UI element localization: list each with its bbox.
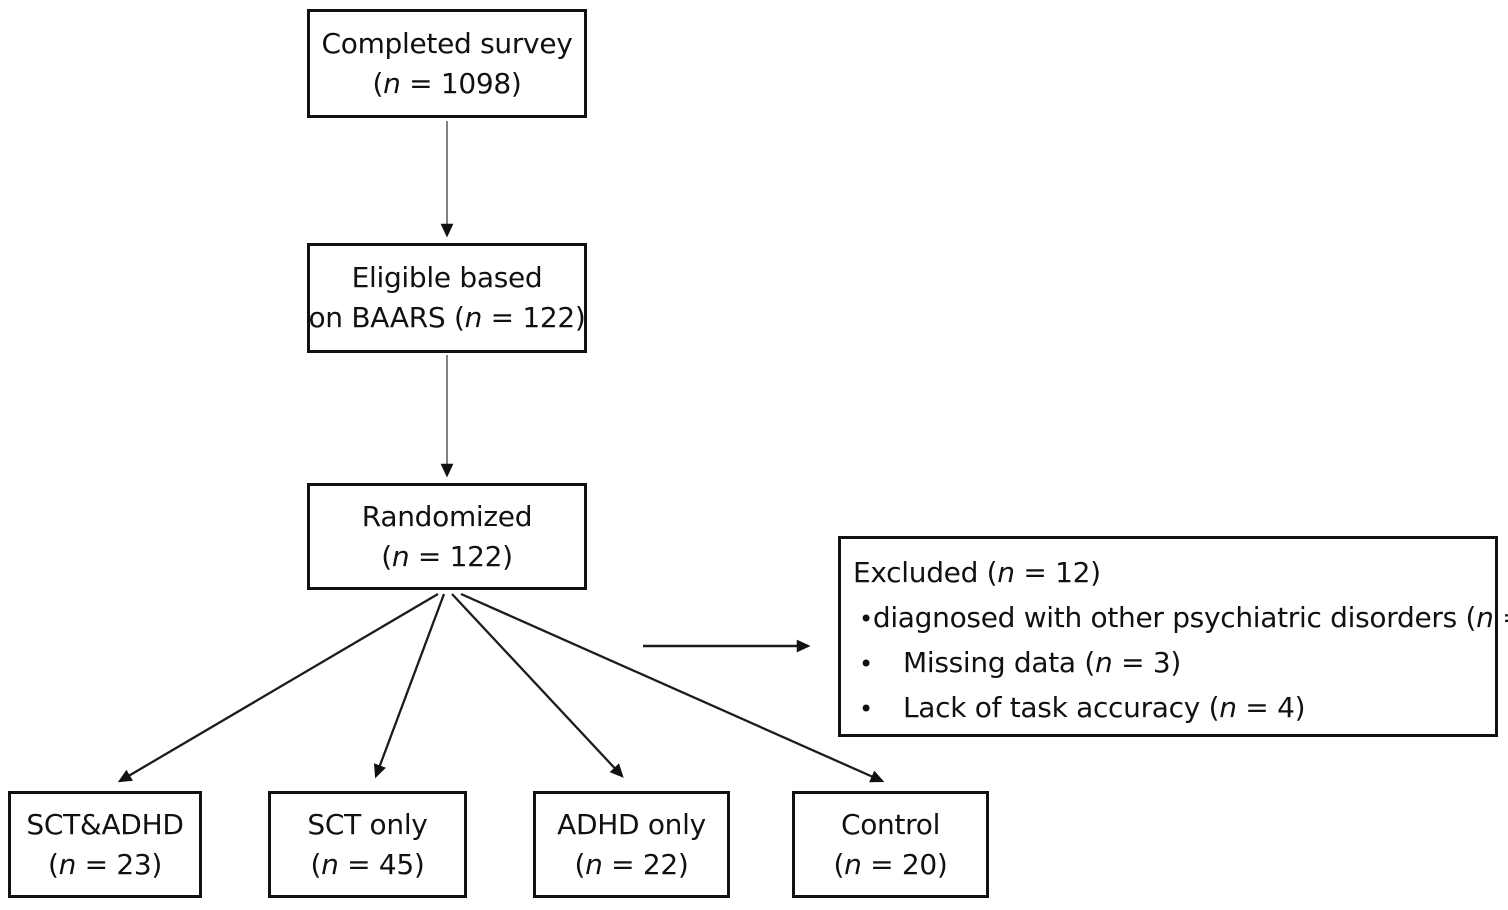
arrow-randomized-to-adhd-only <box>451 593 624 778</box>
excluded-item-task-accuracy-text: Lack of task accuracy (n = 4) <box>903 690 1306 724</box>
box-randomized-count: (n = 122) <box>381 539 513 573</box>
box-adhd-only: ADHD only (n = 22) <box>533 791 730 898</box>
box-sct-adhd-count: (n = 23) <box>47 847 163 881</box>
arrow-randomized-to-control <box>460 592 885 783</box>
box-completed-survey-label: Completed survey <box>321 26 573 60</box>
box-control-count: (n = 20) <box>833 847 948 881</box>
excluded-title: Excluded (n = 12) <box>853 556 1101 589</box>
box-excluded: Excluded (n = 12) • diagnosed with other… <box>838 536 1508 737</box>
box-sct-adhd-label: SCT&ADHD <box>26 807 184 841</box>
box-randomized: Randomized (n = 122) <box>307 483 587 590</box>
excluded-item-missing-data-text: Missing data (n = 3) <box>903 646 1181 680</box>
box-sct-only-label: SCT only <box>307 807 428 841</box>
bullet-icon: • <box>859 694 873 723</box>
arrow-randomized-to-sct-only <box>373 593 446 779</box>
box-control-label: Control <box>840 807 941 841</box>
excluded-list: • diagnosed with other psychiatric disor… <box>853 596 1508 731</box>
bullet-icon: • <box>859 605 873 634</box>
excluded-item-task-accuracy: • Lack of task accuracy (n = 4) <box>853 686 1485 731</box>
box-adhd-only-label: ADHD only <box>557 807 706 841</box>
box-sct-only-count: (n = 45) <box>310 847 425 881</box>
box-completed-survey: Completed survey (n = 1098) <box>307 9 587 118</box>
bullet-icon: • <box>859 650 873 679</box>
box-control: Control (n = 20) <box>792 791 989 898</box>
box-completed-survey-count: (n = 1098) <box>372 66 522 100</box>
box-sct-only: SCT only (n = 45) <box>268 791 467 898</box>
excluded-item-psychiatric: • diagnosed with other psychiatric disor… <box>853 596 1508 641</box>
box-eligible-baars: Eligible based on BAARS (n = 122) <box>307 243 587 353</box>
excluded-item-missing-data: • Missing data (n = 3) <box>853 641 1485 686</box>
box-randomized-label: Randomized <box>361 499 533 533</box>
box-eligible-baars-count: on BAARS (n = 122) <box>308 301 586 334</box>
box-eligible-baars-label: Eligible based <box>351 261 543 295</box>
arrow-randomized-to-sct-adhd <box>117 593 439 783</box>
box-adhd-only-count: (n = 22) <box>574 847 689 881</box>
box-sct-adhd: SCT&ADHD (n = 23) <box>8 791 202 898</box>
excluded-item-psychiatric-text: diagnosed with other psychiatric disorde… <box>872 601 1508 635</box>
